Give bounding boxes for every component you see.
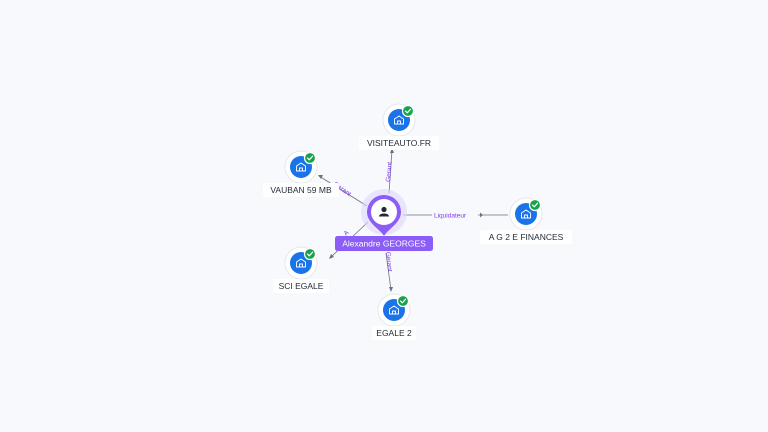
svg-text:VISITEAUTO.FR: VISITEAUTO.FR — [367, 138, 431, 148]
edge-a2e: Liquidateur — [403, 212, 508, 220]
svg-text:Alexandre GEORGES: Alexandre GEORGES — [342, 239, 426, 249]
verified-check-icon — [303, 247, 317, 261]
verified-check-icon — [401, 104, 415, 118]
building-icon — [521, 209, 531, 219]
company-label-sciegale[interactable]: SCI EGALE — [273, 279, 329, 293]
company-node-egale2[interactable]: EGALE 2 — [372, 293, 416, 340]
building-icon — [389, 305, 399, 315]
person-icon — [379, 206, 389, 217]
edge-label-a2e: Liquidateur — [434, 213, 467, 220]
company-label-a2e[interactable]: A G 2 E FINANCES — [480, 230, 572, 244]
edge-label-sciegale: A — [343, 229, 351, 238]
svg-text:VAUBAN 59 MB: VAUBAN 59 MB — [270, 185, 332, 195]
edge-label-egale2: Gerant — [384, 251, 393, 272]
person-label[interactable]: Alexandre GEORGES — [335, 236, 433, 251]
company-label-vauban[interactable]: VAUBAN 59 MB — [263, 183, 339, 197]
company-label-egale2[interactable]: EGALE 2 — [372, 326, 416, 340]
verified-check-icon — [396, 294, 410, 308]
company-node-a2e[interactable]: A G 2 E FINANCES — [480, 197, 572, 244]
svg-text:EGALE 2: EGALE 2 — [376, 328, 412, 338]
person-node[interactable]: Alexandre GEORGES — [335, 189, 433, 251]
building-icon — [394, 115, 404, 125]
verified-check-icon — [528, 198, 542, 212]
building-icon — [296, 162, 306, 172]
svg-text:SCI EGALE: SCI EGALE — [279, 281, 324, 291]
edge-egale2: Gerant — [384, 251, 393, 292]
company-node-visiteauto[interactable]: VISITEAUTO.FR — [359, 103, 439, 150]
verified-check-icon — [303, 151, 317, 165]
edge-label-visiteauto: Gerant — [385, 162, 394, 183]
edge-visiteauto: Gerant — [385, 148, 394, 194]
company-node-sciegale[interactable]: SCI EGALE — [273, 246, 329, 293]
company-label-visiteauto[interactable]: VISITEAUTO.FR — [359, 136, 439, 150]
building-icon — [296, 258, 306, 268]
company-node-vauban[interactable]: VAUBAN 59 MB — [263, 150, 339, 197]
svg-text:A G 2 E FINANCES: A G 2 E FINANCES — [489, 232, 564, 242]
